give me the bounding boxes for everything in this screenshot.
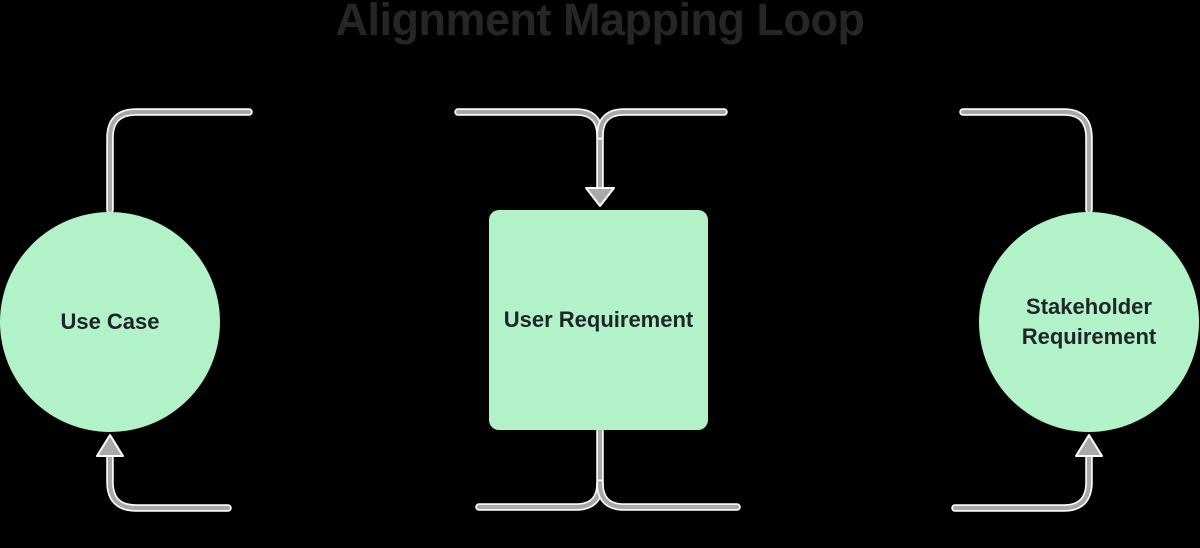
connector-top-left <box>106 108 253 214</box>
connector-bottom-left <box>96 434 232 512</box>
connector-top-center <box>454 108 728 207</box>
connector-bottom-right-core <box>952 453 1092 511</box>
connector-top-center-left-core <box>455 109 603 192</box>
connector-bottom-left-core <box>107 453 231 511</box>
connector-top-left-outline <box>106 108 253 214</box>
connector-top-center-right-outline <box>596 108 728 140</box>
node-stakeholder-requirement: Stakeholder Requirement <box>979 212 1199 432</box>
connector-bottom-center-left-core <box>476 428 603 510</box>
connector-top-center-left-outline <box>454 108 604 193</box>
diagram-title: Alignment Mapping Loop <box>335 0 865 45</box>
connector-bottom-center-left-outline <box>475 427 604 511</box>
node-use-case-label: Use Case <box>60 308 160 334</box>
connector-top-center-right-core <box>597 109 727 139</box>
connector-bottom-center <box>475 427 741 511</box>
node-user-requirement-label: User Requirement <box>503 306 694 332</box>
node-stakeholder-requirement-label: Stakeholder Requirement <box>1021 293 1157 349</box>
connector-top-right <box>959 108 1093 214</box>
connector-top-left-core <box>107 109 252 213</box>
node-user-requirement: User Requirement <box>489 210 708 430</box>
arrow-up-icon <box>1075 434 1103 457</box>
connector-bottom-left-outline <box>106 452 232 512</box>
connector-top-right-outline <box>959 108 1093 214</box>
connector-bottom-right <box>951 434 1103 512</box>
arrow-down-icon <box>585 187 615 207</box>
connector-bottom-center-right-core <box>597 480 740 510</box>
arrow-up-icon <box>96 434 124 457</box>
node-use-case: Use Case <box>0 212 220 432</box>
connector-bottom-center-right-outline <box>596 479 741 511</box>
connector-bottom-right-outline <box>951 452 1093 512</box>
connector-top-right-core <box>960 109 1092 213</box>
